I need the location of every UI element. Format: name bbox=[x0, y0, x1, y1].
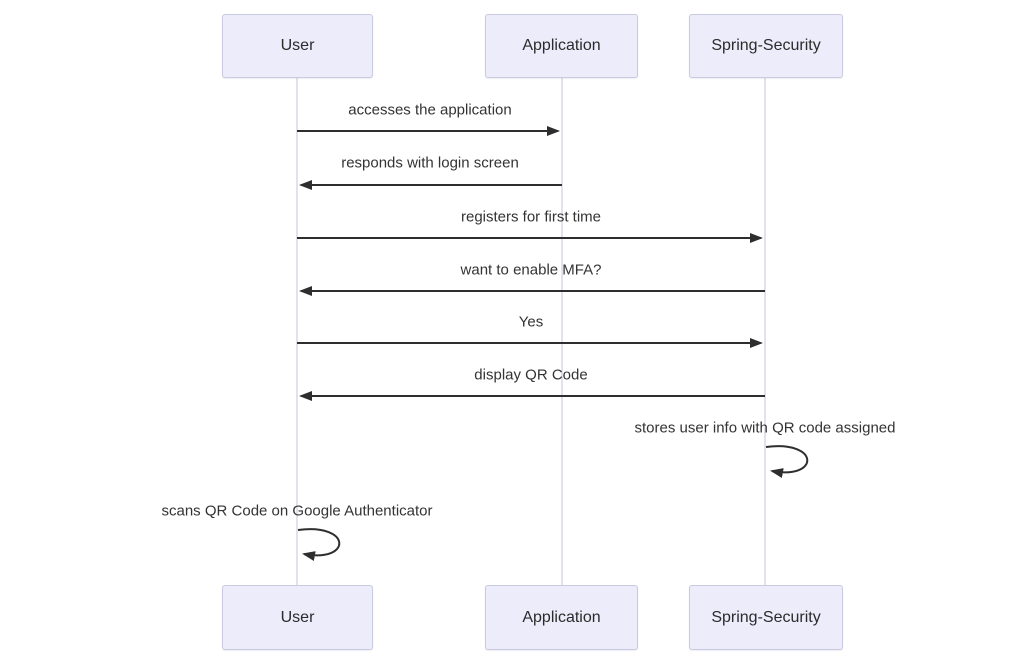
actor-user-top: User bbox=[222, 14, 373, 78]
message-display-qr-code: display QR Code bbox=[474, 366, 588, 384]
actor-spring-security-bottom: Spring-Security bbox=[689, 585, 843, 650]
actor-application-top: Application bbox=[485, 14, 638, 78]
message-accesses-application: accesses the application bbox=[348, 101, 512, 119]
message-yes: Yes bbox=[518, 313, 544, 331]
message-registers-first-time: registers for first time bbox=[460, 208, 602, 226]
actor-spring-security-label: Spring-Security bbox=[711, 608, 821, 626]
actor-user-label: User bbox=[280, 37, 315, 54]
actor-spring-security-top: Spring-Security bbox=[689, 14, 843, 78]
actor-user-bottom: User bbox=[222, 585, 373, 650]
message-stores-user-info: stores user info with QR code assigned bbox=[634, 419, 896, 437]
actor-application-label: Application bbox=[522, 37, 601, 54]
actor-application-bottom: Application bbox=[485, 585, 638, 650]
actor-spring-security-label: Spring-Security bbox=[711, 37, 821, 54]
actor-user-label: User bbox=[280, 608, 315, 626]
message-scans-qr-code: scans QR Code on Google Authenticator bbox=[161, 502, 433, 520]
self-loop-user bbox=[297, 528, 341, 561]
message-want-enable-mfa: want to enable MFA? bbox=[460, 261, 602, 279]
message-responds-login-screen: responds with login screen bbox=[341, 154, 519, 172]
actor-application-label: Application bbox=[522, 608, 601, 626]
self-loop-spring-security bbox=[765, 445, 809, 478]
